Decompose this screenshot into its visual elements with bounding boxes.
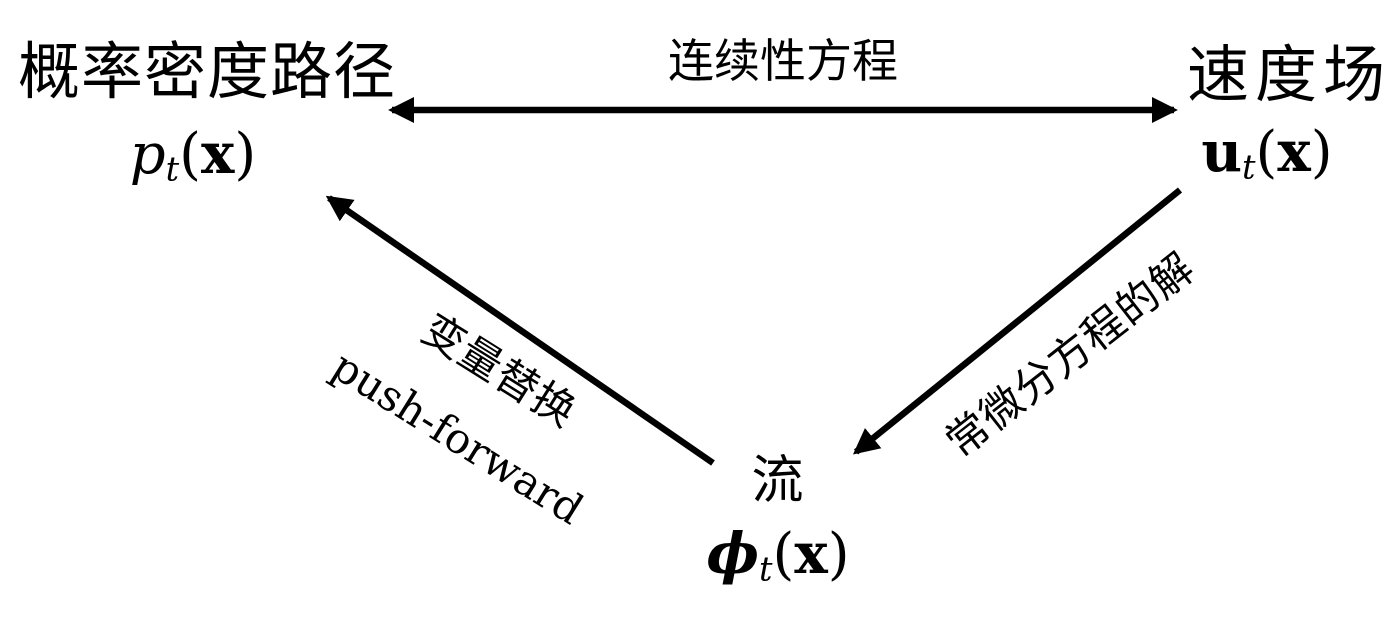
formula-open-paren: ( (1255, 120, 1278, 185)
formula-open-paren: ( (772, 522, 795, 587)
formula-symbol: ϕ (706, 521, 760, 587)
formula-subscript: t (1242, 147, 1256, 187)
formula-close-paren: ) (1310, 120, 1333, 185)
density-path-title: 概率密度路径 (17, 39, 396, 107)
density-path-formula: pt(x) (43, 116, 343, 193)
formula-subscript: t (165, 149, 180, 189)
pushforward-arrow (325, 195, 715, 466)
formula-symbol: u (1201, 119, 1243, 185)
formula-argument: x (1277, 119, 1311, 185)
formula-close-paren: ) (234, 122, 257, 187)
formula-open-paren: ( (179, 122, 201, 187)
velocity-field-title: 速度场 (1186, 42, 1390, 110)
flow-title: 流 (751, 453, 805, 510)
velocity-field-formula: ut(x) (1117, 114, 1390, 191)
formula-argument: x (794, 521, 828, 587)
ode-solution-arrow (852, 187, 1183, 455)
formula-subscript: t (759, 549, 773, 589)
formula-argument: x (200, 121, 235, 187)
formula-symbol: p (129, 122, 166, 187)
flow-formula: ϕt(x) (628, 516, 928, 593)
formula-close-paren: ) (827, 522, 850, 587)
continuity-equation-label: 连续性方程 (668, 36, 898, 87)
